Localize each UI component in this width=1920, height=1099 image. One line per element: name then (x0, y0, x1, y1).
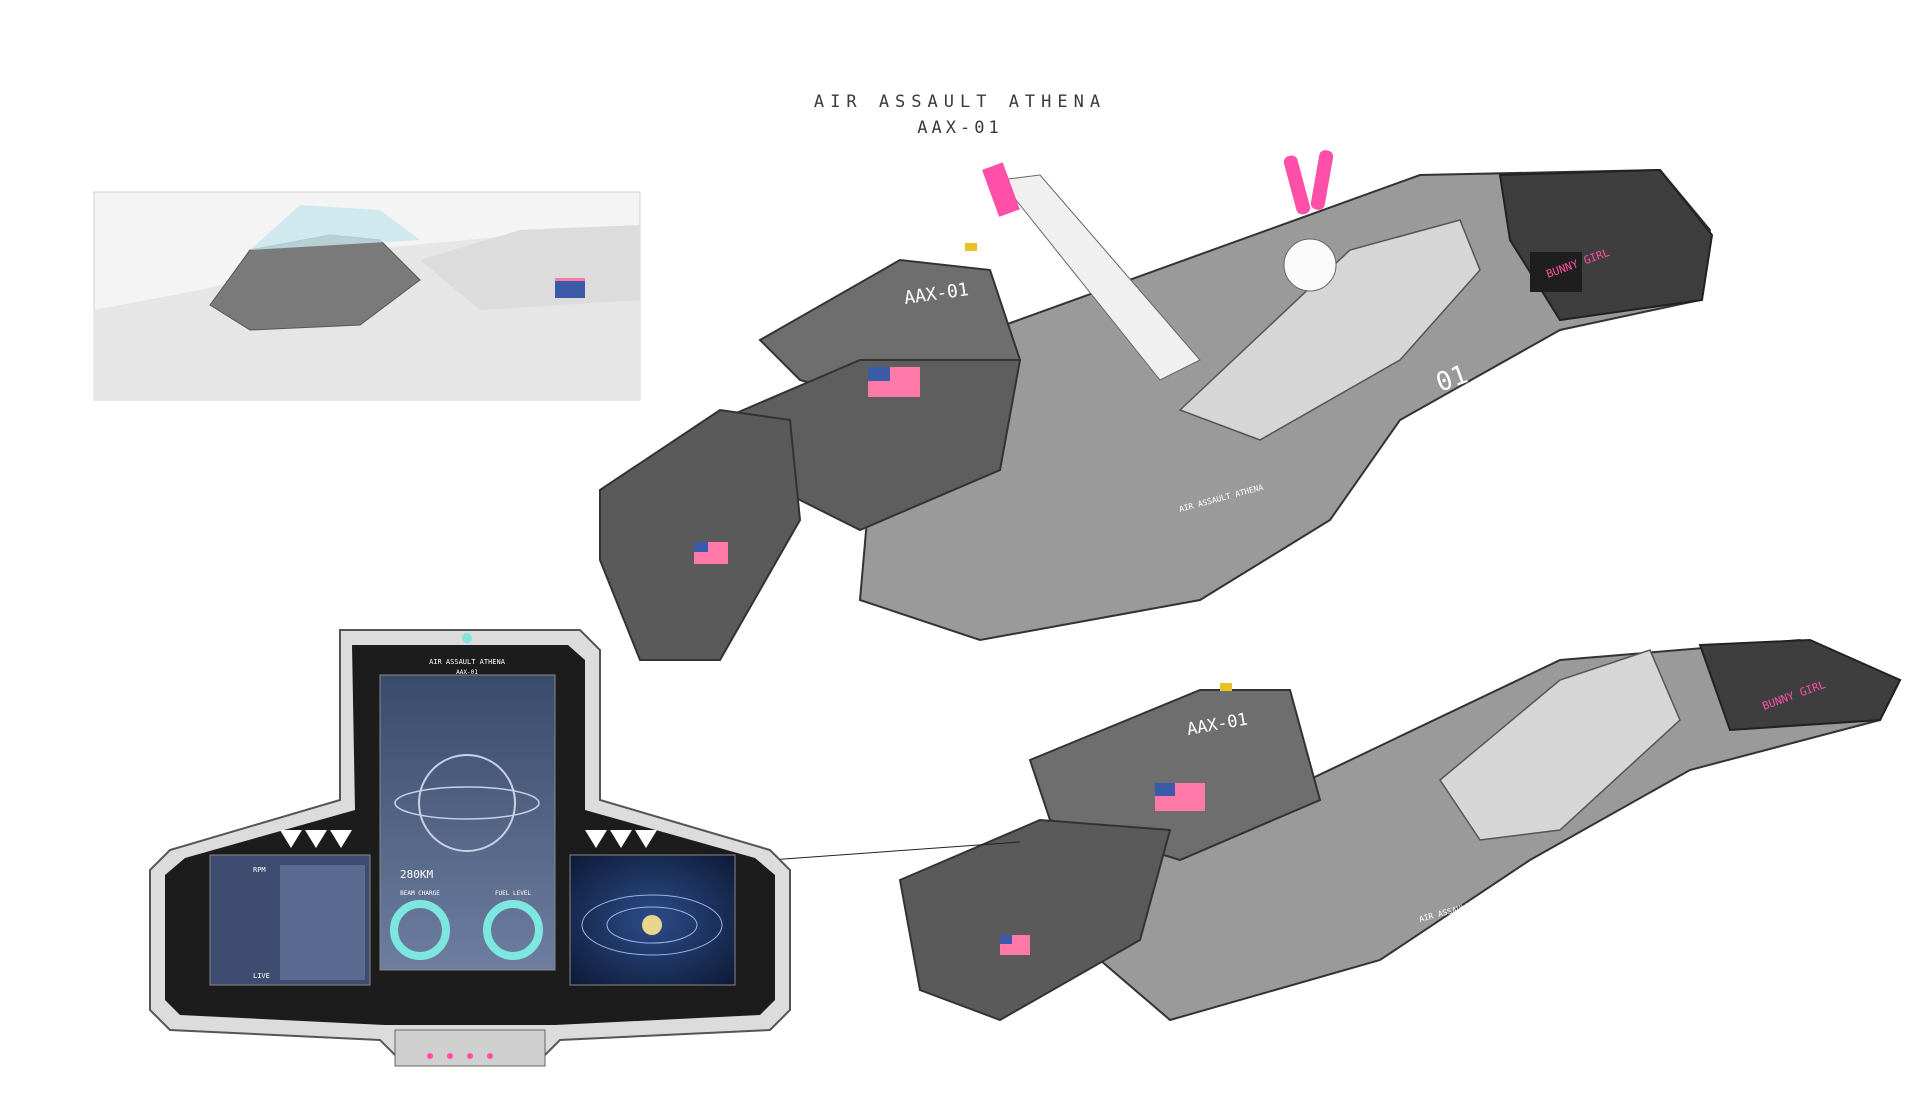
console-live-label: LIVE (253, 972, 270, 980)
thumbnail-view (93, 191, 641, 401)
pod-bottom-hull-number: 01 (1642, 794, 1679, 830)
console-distance: 280KM (400, 868, 433, 881)
triangle-button[interactable] (635, 830, 657, 848)
triangle-button[interactable] (610, 830, 632, 848)
beam-charge-gauge (390, 900, 450, 960)
console-fuel-label: FUEL LEVEL (495, 890, 532, 897)
fuel-level-gauge (483, 900, 543, 960)
callout-line (769, 841, 1021, 861)
flag-icon (1155, 783, 1205, 811)
console-beam-label: BEAM CHARGE (400, 890, 440, 897)
triangle-button[interactable] (585, 830, 607, 848)
console-header-sub: AAX-01 (456, 669, 478, 676)
page-title: AIR ASSAULT ATHENA (813, 92, 1107, 112)
page-subtitle: AAX-01 (917, 118, 1003, 138)
triangle-button[interactable] (280, 830, 302, 848)
pod-top (599, 150, 1714, 661)
flag-icon (694, 542, 728, 564)
console-header-title: AIR ASSAULT ATHENA (429, 658, 506, 666)
triangle-button[interactable] (330, 830, 352, 848)
pod-bottom (898, 638, 1902, 1022)
flag-icon (868, 367, 920, 397)
triangle-button[interactable] (305, 830, 327, 848)
cockpit-console (149, 629, 791, 1067)
status-light (462, 633, 472, 643)
console-rpm-label: RPM (253, 866, 266, 874)
flag-icon (1000, 935, 1030, 955)
